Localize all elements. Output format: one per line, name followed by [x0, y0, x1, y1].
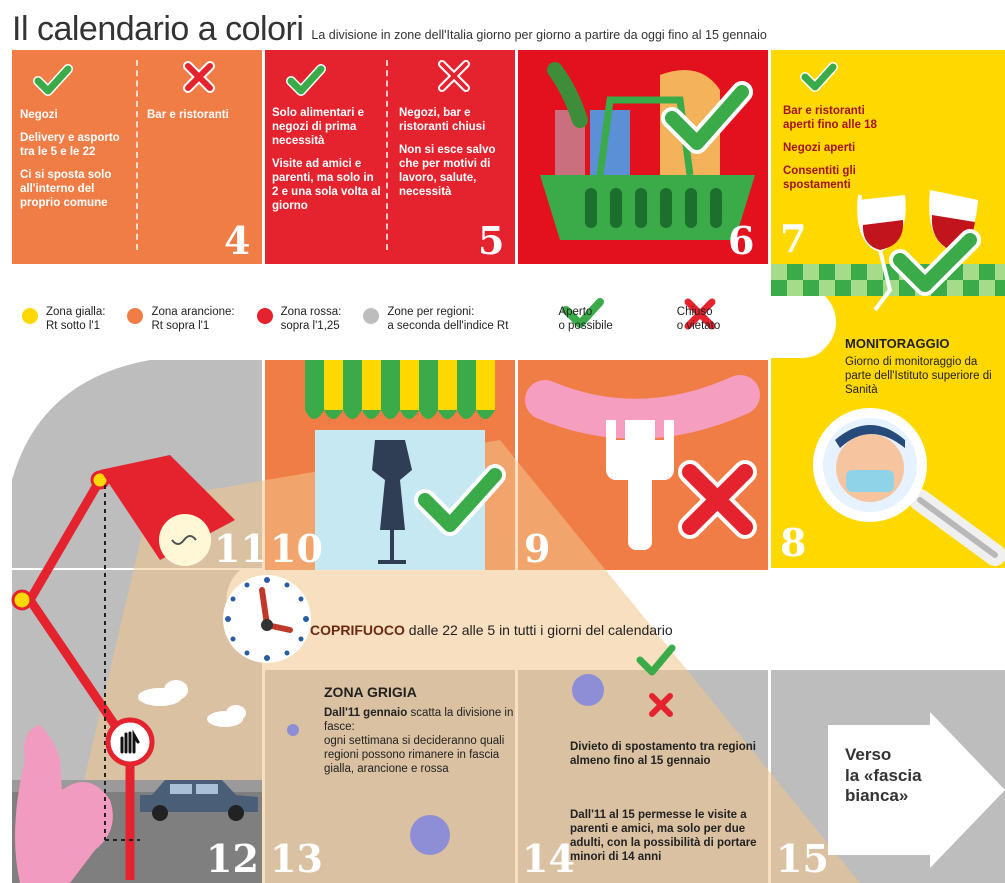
- day-4-open-label: Negozi: [20, 109, 58, 121]
- header: Il calendario a colori La divisione in z…: [12, 4, 767, 46]
- legend-item-orange: Zona arancione: Rt sopra l'1: [127, 305, 235, 334]
- legend-item-red: Zona rossa: sopra l'1,25: [256, 305, 342, 334]
- legend-text: Aperto o possibile: [558, 305, 612, 334]
- day-7-number: 7: [780, 216, 807, 261]
- day-7-text-1: Bar e ristoranti aperti fino alle 18: [783, 105, 877, 132]
- grey-dot-icon: [363, 307, 380, 324]
- day-5-closed-text: Negozi, bar e ristoranti chiusi Non si e…: [399, 106, 499, 208]
- virus-icon: [287, 674, 604, 855]
- legend-label: Chiuso: [676, 305, 713, 318]
- day-13-text-1: scatta la divisione in fasce:: [324, 707, 514, 734]
- legend-item-closed: Chiuso o vietato: [677, 305, 720, 334]
- legend-text: Zone per regioni: a seconda dell'indice R…: [387, 305, 508, 334]
- day-8-monitoring: MONITORAGGIO Giorno di monitoraggio da p…: [845, 336, 1000, 397]
- shop-awning-icon: [305, 360, 495, 570]
- legend-text: Zona rossa: sopra l'1,25: [281, 305, 342, 334]
- day-7-text-3: Consentiti gli spostamenti: [783, 165, 856, 192]
- day-5-open-text-1: Solo alimentari e negozi di prima necess…: [272, 107, 365, 148]
- divider: [386, 60, 388, 250]
- magnifier-icon: [813, 408, 1005, 566]
- day-12-number: 12: [206, 836, 259, 881]
- legend-item-open: Aperto o possibile: [558, 305, 612, 334]
- curfew-keyword: COPRIFUOCO: [310, 622, 405, 638]
- day-11-number: 11: [214, 526, 267, 571]
- day-13-text-2: ogni settimana si decideranno quali regi…: [324, 735, 505, 776]
- day-4-open-text-2: Ci si sposta solo all'interno del propri…: [20, 169, 112, 210]
- day-13-zona-grigia: ZONA GRIGIA Dall'11 gennaio scatta la di…: [306, 684, 516, 776]
- day-5-open-text-2: Visite ad amici e parenti, ma solo in 2 …: [272, 158, 381, 213]
- day-15-verso-line-3: bianca»: [845, 786, 909, 806]
- legend-desc: Rt sopra l'1: [151, 320, 210, 332]
- legend-label: Zona gialla:: [46, 305, 106, 318]
- day-10-number: 10: [270, 526, 323, 571]
- red-dot-icon: [256, 307, 273, 324]
- day-14-number: 14: [522, 836, 575, 881]
- day-14-text: Divieto di spostamento tra regioni almen…: [570, 740, 770, 864]
- day-7-text: Bar e ristoranti aperti fino alle 18 Neg…: [783, 104, 898, 201]
- day-13-heading: ZONA GRIGIA: [324, 684, 417, 700]
- legend-label: Zona rossa:: [280, 305, 342, 318]
- legend-desc: a seconda dell'indice Rt: [387, 320, 509, 332]
- day-14-text-1: Divieto di spostamento tra regioni almen…: [570, 741, 756, 768]
- day-5-number: 5: [478, 218, 505, 263]
- yellow-dot-icon: [22, 307, 38, 324]
- legend-text: Zona gialla: Rt sotto l'1: [46, 305, 105, 334]
- day-5-closed-text-2: Non si esce salvo che per motivi di lavo…: [399, 144, 496, 199]
- page-title: Il calendario a colori: [12, 10, 304, 48]
- day-15-verso-line-2: la «fascia: [845, 765, 922, 785]
- day-9-number: 9: [524, 526, 551, 571]
- desk-lamp-icon: [11, 455, 235, 880]
- legend-label: Zone per regioni:: [387, 305, 475, 318]
- orange-dot-icon: [127, 307, 144, 324]
- day-8-heading: MONITORAGGIO: [845, 336, 950, 351]
- day-4-open-text: Negozi Delivery e asporto tra le 5 e le …: [20, 108, 130, 219]
- clock-icon: [223, 575, 311, 663]
- day-15-verso-line-1: Verso: [845, 745, 892, 764]
- legend-desc: Rt sotto l'1: [46, 320, 100, 332]
- day-8-text: Giorno di monitoraggio da parte dell'Ist…: [845, 356, 992, 397]
- day-5-closed-text-1: Negozi, bar e ristoranti chiusi: [399, 107, 486, 134]
- legend-text: Chiuso o vietato: [677, 305, 720, 334]
- legend-desc: o vietato: [676, 320, 721, 332]
- legend-item-yellow: Zona gialla: Rt sotto l'1: [22, 305, 105, 334]
- day-4-closed-label: Bar e ristoranti: [147, 109, 229, 121]
- day-15-number: 15: [776, 836, 829, 881]
- divider: [136, 60, 138, 250]
- legend-desc: o possibile: [558, 320, 613, 332]
- curfew-text: COPRIFUOCO dalle 22 alle 5 in tutti i gi…: [310, 622, 673, 638]
- hand-icon: [15, 725, 113, 883]
- day-4-number: 4: [224, 218, 251, 263]
- day-13-text-bold: Dall'11 gennaio: [324, 707, 408, 719]
- day-4-closed-text: Bar e ristoranti: [147, 108, 257, 131]
- day-5-open-text: Solo alimentari e negozi di prima necess…: [272, 106, 382, 222]
- legend-text: Zona arancione: Rt sopra l'1: [151, 305, 234, 334]
- day-4-open-text-1: Delivery e asporto tra le 5 e le 22: [20, 132, 120, 159]
- lamp-light-cone: [60, 440, 860, 883]
- curfew-desc: dalle 22 alle 5 in tutti i giorni del ca…: [404, 622, 673, 638]
- cloud-icon: [138, 680, 246, 727]
- legend-item-grey: Zone per regioni: a seconda dell'indice R…: [363, 305, 508, 334]
- legend-label: Zona arancione:: [151, 305, 235, 318]
- day-14-text-2: Dall'11 al 15 permesse le visite a paren…: [570, 809, 757, 864]
- day-13-text: Dall'11 gennaio scatta la divisione in f…: [324, 706, 516, 776]
- day-15-verso: Verso la «fascia bianca»: [845, 745, 922, 807]
- day-8-number: 8: [780, 520, 807, 565]
- page-subtitle: La divisione in zone dell'Italia giorno …: [311, 28, 767, 42]
- legend-label: Aperto: [558, 305, 593, 318]
- car-icon: [140, 780, 258, 821]
- day-13-number: 13: [270, 836, 323, 881]
- legend: Zona gialla: Rt sotto l'1 Zona arancione:…: [0, 284, 800, 354]
- arrow-right-icon: [828, 712, 1005, 868]
- legend-desc: sopra l'1,25: [280, 320, 340, 332]
- day-6-number: 6: [728, 218, 755, 263]
- day-7-text-2: Negozi aperti: [783, 142, 856, 155]
- sausage-fork-icon: [525, 375, 760, 550]
